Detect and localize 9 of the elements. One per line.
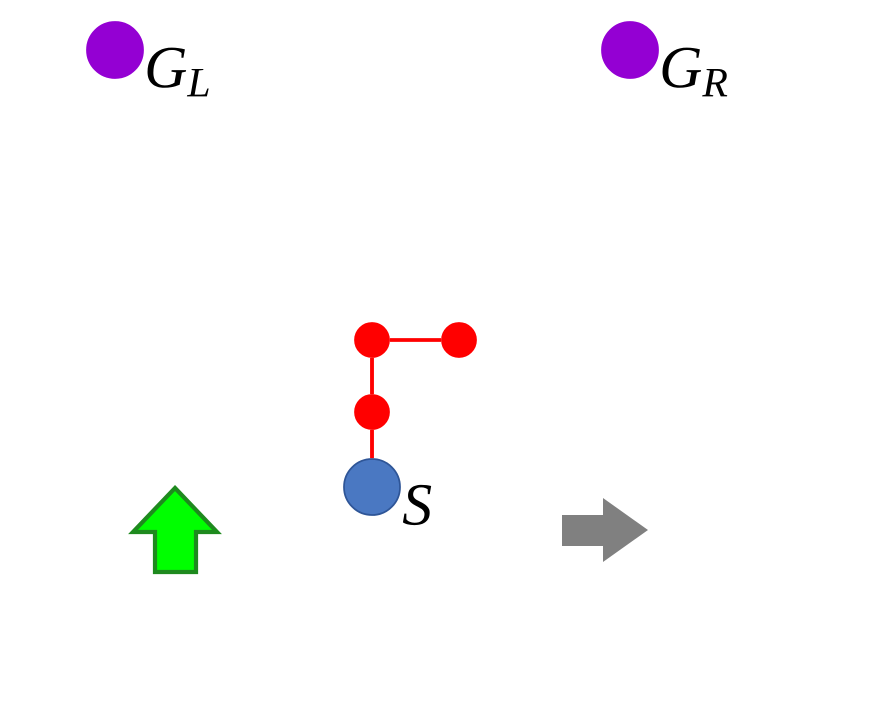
connector-line <box>390 338 442 342</box>
waypoint-dot <box>354 322 390 358</box>
connector-line <box>370 358 374 394</box>
waypoint-dot <box>441 322 477 358</box>
node-label: G$_{R}$ <box>662 48 728 96</box>
waypoint-dot <box>354 394 390 430</box>
node-label: S <box>402 484 432 526</box>
node-label: G$_{L}$ <box>148 48 209 96</box>
connector-line <box>370 430 374 458</box>
